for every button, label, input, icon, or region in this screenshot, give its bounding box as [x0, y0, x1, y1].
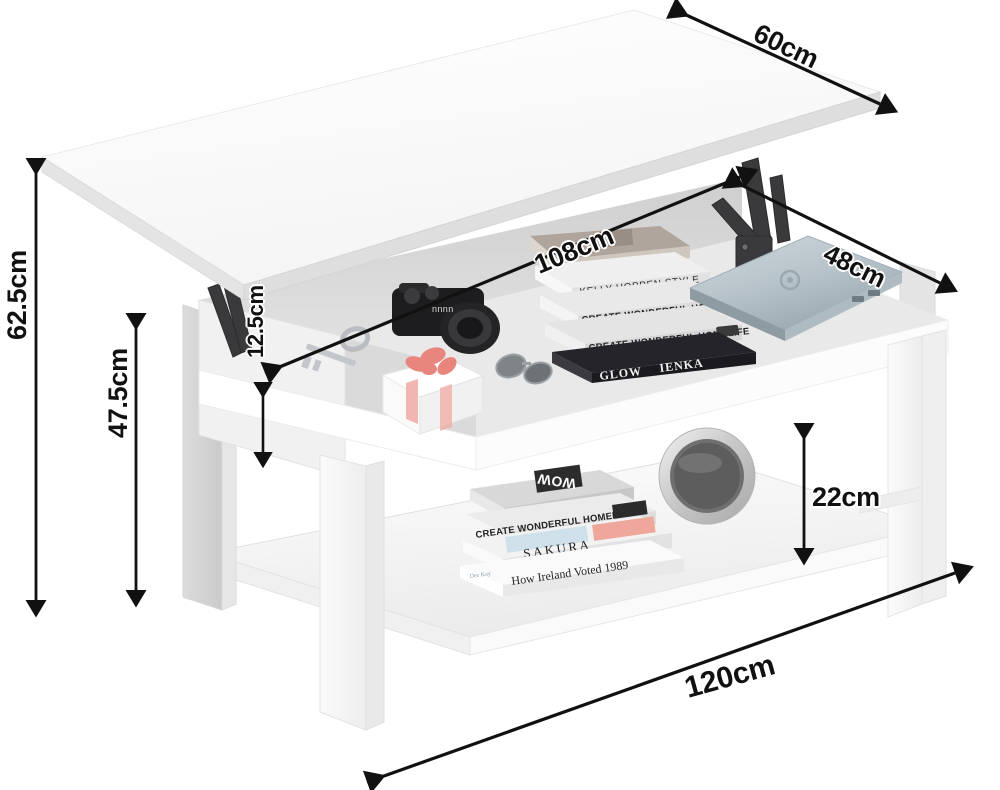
dimension-arrows: [25, 0, 974, 790]
arrow-48cm: [721, 167, 958, 294]
leg-front-left: [319, 454, 385, 731]
clock-prop: [658, 427, 756, 525]
arrow-120cm: [362, 561, 974, 790]
dimension-label-height-shelf: 22cm: [812, 482, 880, 512]
dimension-label-height-total: 62.5cm: [2, 250, 32, 340]
svg-text:nnnn: nnnn: [432, 304, 454, 314]
arrow-108cm: [260, 165, 759, 385]
dimension-label-depth-storage: 12.5cm: [243, 285, 268, 358]
leg-front-right: [887, 329, 947, 618]
arrow-60cm: [665, 0, 899, 115]
svg-text:WOW: WOW: [536, 471, 577, 492]
dimension-label-height-table: 47.5cm: [103, 348, 133, 438]
